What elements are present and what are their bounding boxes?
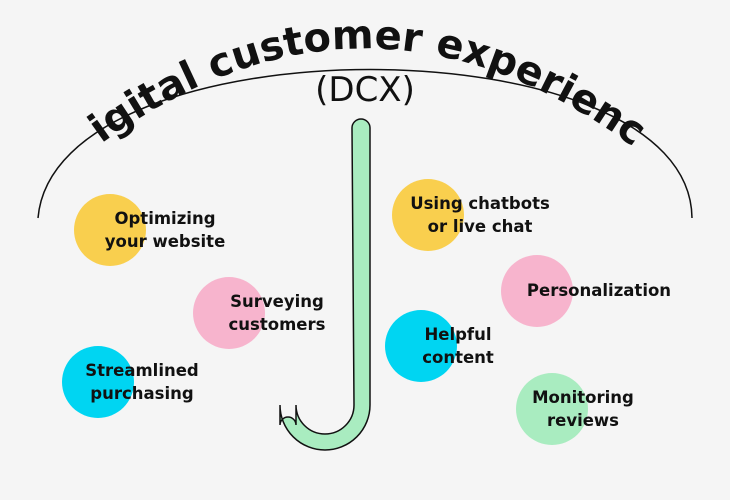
umbrella-canopy-arc (37, 68, 693, 219)
item-label: Using chatbots or live chat (410, 194, 550, 236)
item-circle (62, 346, 134, 418)
item-label: Streamlined purchasing (85, 361, 199, 403)
item-label: Surveying customers (228, 292, 326, 334)
item-label: Optimizing your website (104, 209, 226, 251)
item-circle (193, 277, 265, 349)
item-circle (392, 179, 464, 251)
umbrella-handle (279, 118, 371, 451)
item-label: Helpful content (422, 325, 494, 367)
item-circle (74, 194, 146, 266)
diagram-title-line2: (DCX) (315, 70, 415, 110)
item-label: Monitoring reviews (532, 388, 634, 430)
item-label: Personalization (526, 281, 672, 300)
item-circle (501, 255, 573, 327)
item-circle (516, 373, 588, 445)
item-circle (385, 310, 457, 382)
